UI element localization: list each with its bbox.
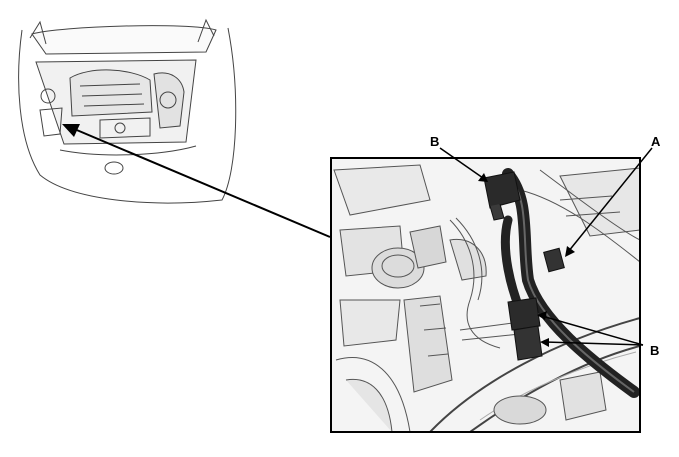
front-emblem <box>104 161 124 175</box>
detail-inset <box>330 157 641 433</box>
callout-label-a: A <box>651 134 661 149</box>
callout-label-b-top: B <box>430 134 440 149</box>
vehicle-overview <box>18 18 237 204</box>
leader-lines-b-right <box>537 311 644 347</box>
leader-line-a <box>565 147 653 257</box>
leader-line-b-top <box>439 147 488 182</box>
callout-label-b-right: B <box>650 343 660 358</box>
car-body-outline <box>18 27 237 204</box>
location-pointer-arrow <box>62 124 331 238</box>
hood-panel <box>31 25 217 55</box>
